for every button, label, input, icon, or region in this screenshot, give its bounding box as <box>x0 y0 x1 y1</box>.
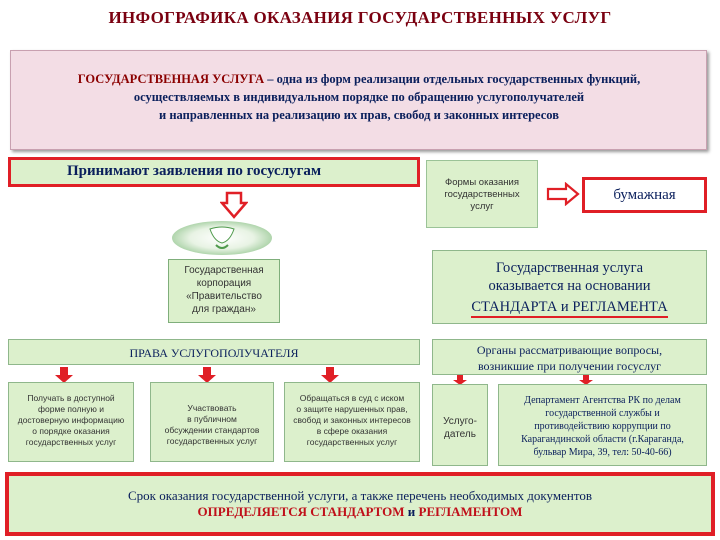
department-line5: бульвар Мира, 39, тел: 50-40-66) <box>533 447 672 458</box>
basis-line2: оказывается на основании <box>488 278 651 294</box>
bottom-line2: ОПРЕДЕЛЯЕТСЯ СТАНДАРТОМ и РЕГЛАМЕНТОМ <box>9 504 711 520</box>
paper-form-box: бумажная <box>582 177 707 213</box>
corporation-line4: для граждан» <box>192 304 256 315</box>
right-court-line1: Обращаться в суд с иском <box>299 393 405 403</box>
right-info-line4: о порядке оказания <box>32 426 110 436</box>
right-item-participate: Участвовать в публичном обсуждении станд… <box>150 382 274 462</box>
service-provider-box: Услуго- датель <box>432 384 488 466</box>
corporation-line2: корпорация <box>196 278 252 289</box>
corporation-line3: «Правительство <box>186 291 262 302</box>
right-participate-line2: в публичном <box>187 414 237 424</box>
basis-regulation: РЕГЛАМЕНТА <box>572 299 668 315</box>
rights-title-bar: ПРАВА УСЛУГОПОЛУЧАТЕЛЯ <box>8 339 420 365</box>
arrow-down-icon <box>220 191 248 219</box>
bottom-strong2: РЕГЛАМЕНТОМ <box>418 504 523 519</box>
page-title: ИНФОГРАФИКА ОКАЗАНИЯ ГОСУДАРСТВЕННЫХ УСЛ… <box>108 8 612 27</box>
right-participate-line3: обсуждении стандартов <box>164 425 260 435</box>
service-provider-line2: датель <box>444 429 476 440</box>
definition-lead: ГОСУДАРСТВЕННАЯ УСЛУГА <box>77 72 265 86</box>
forms-line1: Формы оказания <box>445 177 519 188</box>
right-court-line2: о защите нарушенных прав, <box>296 404 408 414</box>
department-line4: Карагандинской области (г.Караганда, <box>521 434 684 445</box>
right-info-line5: государственных услуг <box>25 437 117 447</box>
rights-arrows <box>55 367 216 383</box>
arrow-down-icon <box>198 367 216 383</box>
corporation-line1: Государственная <box>184 265 264 276</box>
definition-line3: и направленных на реализацию их прав, св… <box>159 108 559 122</box>
right-info-line3: достоверную информацию <box>17 415 125 425</box>
right-court-line3: свобод и законных интересов <box>293 415 411 425</box>
organs-line1: Органы рассматривающие вопросы, <box>476 343 663 357</box>
right-info-line1: Получать в доступной <box>27 393 115 403</box>
right-court-line4: в сфере оказания <box>316 426 388 436</box>
rights-arrow-3 <box>321 367 339 383</box>
accept-applications-label: Принимают заявления по госуслугам <box>67 163 322 179</box>
right-item-info: Получать в доступной форме полную и дост… <box>8 382 134 462</box>
definition-line1: – одна из форм реализации отдельных госу… <box>264 72 641 86</box>
arrow-down-icon <box>55 367 73 383</box>
bottom-note-box: Срок оказания государственной услуги, а … <box>5 472 715 536</box>
arrow-right-icon <box>546 182 580 206</box>
right-participate-line1: Участвовать <box>187 403 237 413</box>
forms-line2: государственных <box>444 189 520 200</box>
accept-applications-box: Принимают заявления по госуслугам <box>8 157 420 187</box>
basis-line1: Государственная услуга <box>495 260 644 276</box>
right-participate-line4: государственных услуг <box>166 436 258 446</box>
right-item-court: Обращаться в суд с иском о защите наруше… <box>284 382 420 462</box>
forms-line3: услуг <box>470 201 494 212</box>
definition-line2: осуществляемых в индивидуальном порядке … <box>133 90 585 104</box>
department-line1: Департамент Агентства РК по делам <box>524 395 681 406</box>
department-line2: государственной службы и <box>545 408 660 419</box>
basis-line3: СТАНДАРТА и РЕГЛАМЕНТА <box>471 298 668 318</box>
definition-text: ГОСУДАРСТВЕННАЯ УСЛУГА – одна из форм ре… <box>14 70 704 124</box>
service-forms-box: Формы оказания государственных услуг <box>426 160 538 228</box>
service-provider-line1: Услуго- <box>443 416 477 427</box>
corporation-box: Государственная корпорация «Правительств… <box>168 259 280 323</box>
bottom-and: и <box>404 504 419 519</box>
basis-box: Государственная услуга оказывается на ос… <box>432 250 707 324</box>
organs-box: Органы рассматривающие вопросы, возникши… <box>432 339 707 375</box>
right-court-line5: государственных услуг <box>306 437 398 447</box>
basis-standard: СТАНДАРТА <box>471 299 558 315</box>
definition-box <box>10 50 707 150</box>
department-line3: противодействию коррупции по <box>534 421 671 432</box>
bottom-strong1: ОПРЕДЕЛЯЕТСЯ СТАНДАРТОМ <box>197 504 405 519</box>
department-box: Департамент Агентства РК по делам госуда… <box>498 384 707 466</box>
basis-and: и <box>557 299 573 315</box>
corporation-logo <box>172 221 272 255</box>
bottom-line1: Срок оказания государственной услуги, а … <box>128 488 592 503</box>
rights-title: ПРАВА УСЛУГОПОЛУЧАТЕЛЯ <box>129 346 299 360</box>
organs-arrows <box>453 375 593 385</box>
right-info-line2: форме полную и <box>38 404 104 414</box>
paper-form-label: бумажная <box>613 187 676 203</box>
organs-line2: возникшие при получении госуслуг <box>477 359 662 373</box>
